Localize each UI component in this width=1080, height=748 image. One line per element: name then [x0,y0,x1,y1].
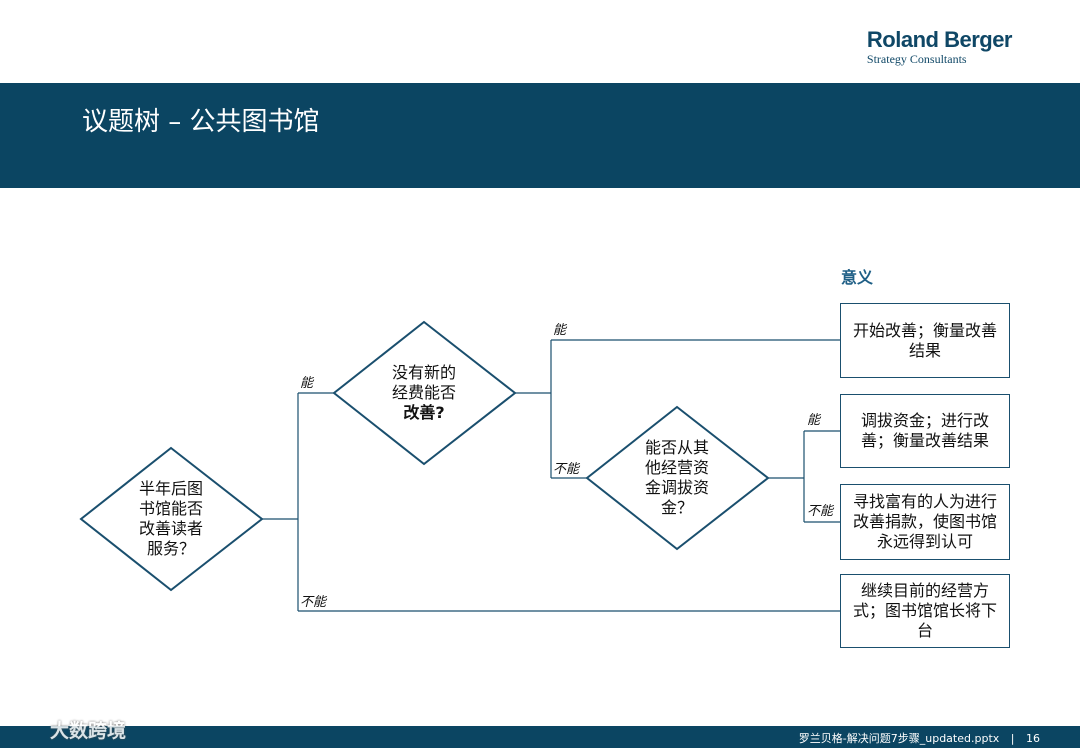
q2-diamond [585,405,770,551]
footer-page-number: 16 [1026,732,1040,745]
q1-line-2: 经费能否 [391,383,456,402]
q2-yes-label: 能 [807,413,821,428]
slide-title: 议题树 – 公共图书馆 [82,107,320,137]
root-yes-label: 能 [300,376,314,391]
watermark: 大数跨境 [50,720,127,742]
root-line-2: 书馆能否 [138,499,203,518]
root-question: 半年后图 书馆能否 改善读者 服务？ [111,479,231,559]
outcome-box-3: 寻找富有的人为进行改善捐款，使图书馆永远得到认可 [840,484,1010,560]
q2-line-3: 金调拔资 [644,478,709,497]
q2-line-2: 他经营资 [644,458,709,477]
footer-bar [0,726,1080,748]
q2-line-1: 能否从其 [644,438,709,457]
footer-separator: | [1010,732,1015,745]
root-no-label: 不能 [300,595,327,610]
q1-line-3: 改善? [403,403,445,422]
q1-line-1: 没有新的 [391,363,456,382]
q1-question: 没有新的 经费能否 改善? [364,363,484,423]
title-bar [0,83,1080,188]
meaning-header: 意义 [841,268,874,287]
logo: Roland Berger Strategy Consultants [866,27,1013,67]
outcome-box-4: 继续目前的经营方式；图书馆馆长将下台 [840,574,1010,648]
q2-question: 能否从其 他经营资 金调拔资 金？ [617,438,737,518]
q2-no-label: 不能 [807,504,834,519]
footer-filename: 罗兰贝格-解决问题7步骤_updated.pptx [798,732,1000,745]
q1-no-label: 不能 [553,462,580,477]
root-line-1: 半年后图 [138,479,203,498]
q1-diamond [332,320,517,466]
logo-sub: Strategy Consultants [866,52,967,66]
outcome-box-2: 调拔资金；进行改善；衡量改善结果 [840,394,1010,468]
root-line-3: 改善读者 [138,519,203,538]
footer-text: 罗兰贝格-解决问题7步骤_updated.pptx | 16 [799,730,1040,746]
q1-yes-label: 能 [553,323,567,338]
logo-main: Roland Berger [866,27,1013,52]
root-line-4: 服务？ [146,539,195,558]
q2-line-4: 金？ [660,498,693,517]
outcome-box-1: 开始改善；衡量改善结果 [840,303,1010,378]
root-diamond [79,446,264,592]
